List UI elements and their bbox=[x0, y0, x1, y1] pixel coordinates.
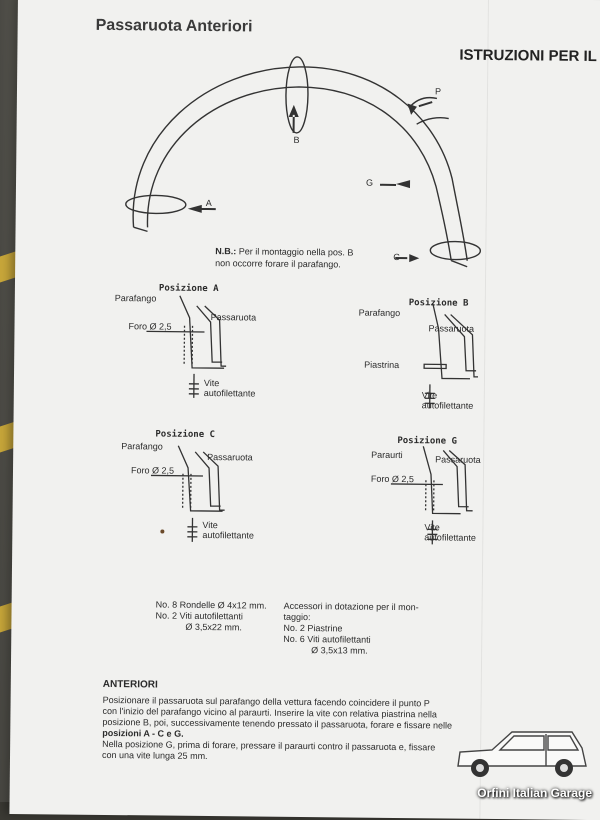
watermark: Orfini Italian Garage bbox=[477, 786, 592, 800]
arch-outer-edge bbox=[133, 65, 470, 261]
pos-c-vite: Vite bbox=[202, 520, 217, 530]
pos-c-autofil: autofilettante bbox=[202, 530, 254, 541]
pos-g-foro: Foro Ø 2,5 bbox=[371, 474, 414, 484]
pos-b-vite: Vite bbox=[422, 390, 437, 400]
ellipse-c bbox=[430, 241, 480, 260]
label-g: G bbox=[366, 178, 373, 188]
label-a: A bbox=[206, 198, 212, 208]
pos-a-vite: Vite bbox=[204, 378, 219, 388]
note-bold: N.B.: bbox=[215, 246, 236, 256]
pos-b-passaruota: Passaruota bbox=[428, 323, 474, 333]
parts-left-2: No. 2 Viti autofilettanti bbox=[155, 610, 242, 621]
pos-a-autofil: autofilettante bbox=[204, 388, 256, 399]
instruction-sheet: Passaruota Anteriori ISTRUZIONI PER IL bbox=[9, 0, 600, 820]
pos-g-title: Posizione G bbox=[397, 436, 457, 447]
pos-b-title: Posizione B bbox=[409, 298, 469, 309]
parts-right-3: No. 2 Piastrine bbox=[283, 623, 342, 634]
ellipse-a bbox=[126, 195, 186, 214]
note-line2: non occorre forare il parafango. bbox=[215, 258, 341, 269]
pos-g-vite: Vite bbox=[424, 522, 439, 532]
car-logo bbox=[452, 722, 592, 786]
parts-right-1: Accessori in dotazione per il mon- bbox=[284, 601, 419, 612]
instructions-line6: con una vite lunga 25 mm. bbox=[102, 750, 208, 761]
pos-b-piastrina: Piastrina bbox=[364, 360, 399, 370]
pos-g-autofil: autofilettante bbox=[424, 532, 476, 543]
label-p: P bbox=[435, 86, 441, 96]
arrow-g bbox=[380, 180, 410, 188]
label-c: C bbox=[393, 252, 400, 262]
note-text: Per il montaggio nella pos. B bbox=[236, 246, 353, 257]
arrow-b bbox=[289, 105, 299, 133]
instructions-line4: posizioni A - C e G. bbox=[102, 728, 183, 739]
pos-g-paraurti: Paraurti bbox=[371, 450, 403, 460]
ellipse-b bbox=[286, 57, 309, 133]
pos-a-passaruota: Passaruota bbox=[211, 312, 257, 322]
parts-right-5: Ø 3,5x13 mm. bbox=[311, 645, 368, 656]
parts-left-3: Ø 3,5x22 mm. bbox=[185, 622, 242, 633]
pos-b-autofil: autofilettante bbox=[422, 400, 474, 411]
pos-c-foro: Foro Ø 2,5 bbox=[131, 465, 174, 475]
pos-b-parafango: Parafango bbox=[359, 308, 401, 318]
pos-c-title: Posizione C bbox=[155, 429, 215, 440]
section-title: ANTERIORI bbox=[103, 679, 158, 691]
pos-a-parafango: Parafango bbox=[115, 293, 157, 303]
parts-right-4: No. 6 Viti autofilettanti bbox=[283, 634, 370, 645]
arch-inner-edge bbox=[147, 85, 453, 260]
pos-c-passaruota: Passaruota bbox=[207, 452, 253, 462]
pos-g-passaruota: Passaruota bbox=[435, 454, 481, 464]
parts-right-2: taggio: bbox=[283, 612, 310, 622]
pos-c-parafango: Parafango bbox=[121, 441, 163, 451]
pos-a-foro: Foro Ø 2,5 bbox=[128, 321, 171, 331]
parts-left-1: No. 8 Rondelle Ø 4x12 mm. bbox=[156, 599, 267, 610]
label-b: B bbox=[293, 135, 299, 145]
note-line1: N.B.: Per il montaggio nella pos. B bbox=[215, 246, 353, 257]
pos-a-title: Posizione A bbox=[159, 283, 219, 294]
